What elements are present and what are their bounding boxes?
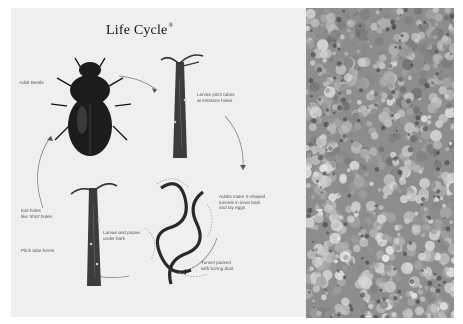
forest-photo: [306, 8, 454, 318]
page-title: Life Cycle®: [106, 23, 173, 39]
label-adults-galleries: Adults make S-shaped tunnels in inner ba…: [219, 194, 265, 211]
label-exit-holes: Exit holes like 'shot' holes: [21, 208, 52, 219]
label-larvae-pupae: Larvae and pupae under bark: [103, 230, 140, 241]
life-cycle-diagram: [11, 8, 307, 317]
label-adult-beetle: Adult Beetle: [19, 80, 44, 86]
label-pitch-tubes: Pitch tube forms: [21, 248, 54, 254]
forest-canopy-icon: [306, 8, 454, 318]
tree-trunk-icon: [161, 55, 203, 158]
title-mark: ®: [168, 23, 173, 29]
label-tunnel-packed: Tunnel packed with boring dust: [201, 260, 233, 271]
life-cycle-illustration: Life Cycle® Adult Beetle Larvae pitch tu…: [11, 8, 307, 317]
label-larvae-pitch-tubes: Larvae pitch tubes at entrance holes: [197, 92, 235, 103]
cycle-arrow-icon: [38, 76, 244, 278]
